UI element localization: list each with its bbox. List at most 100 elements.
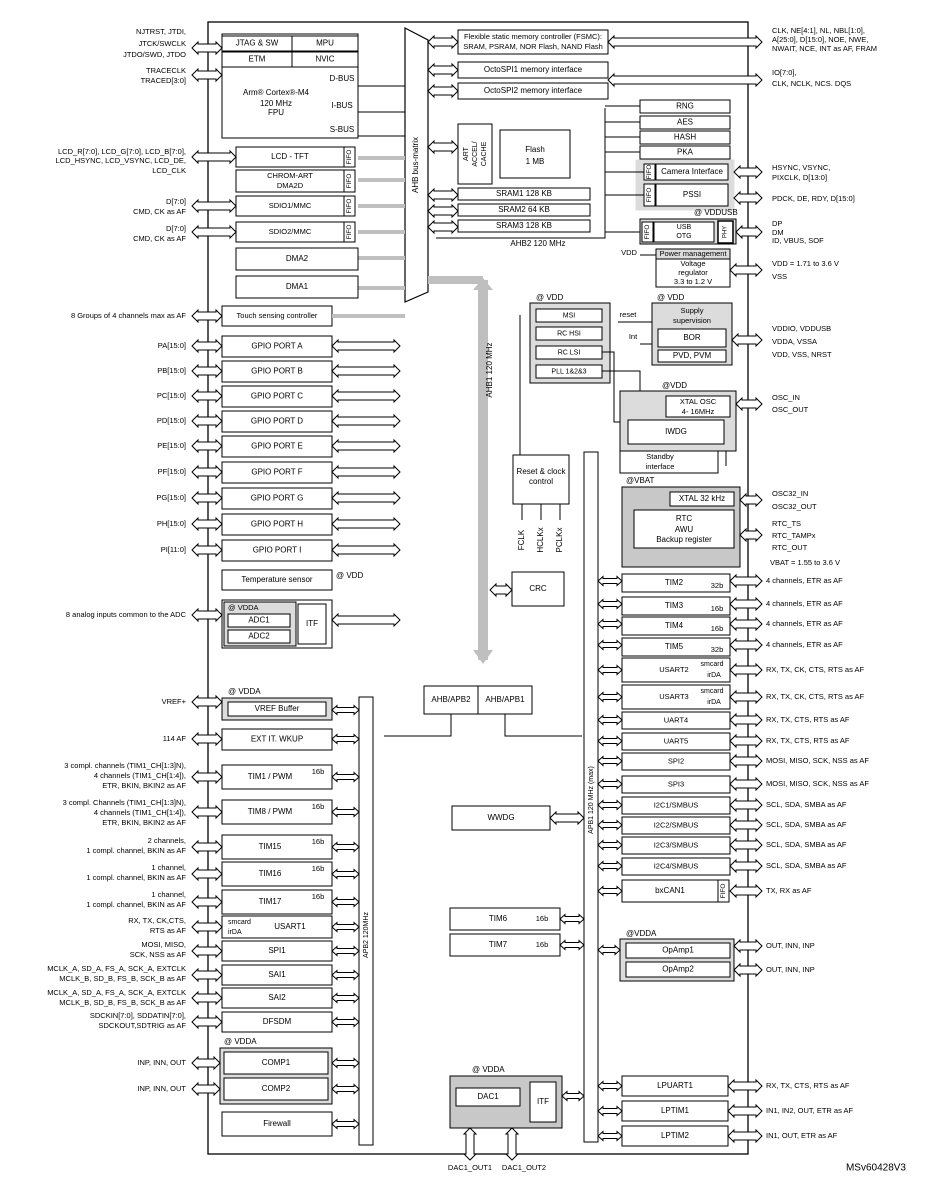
right-signal-vdd-1: VSS bbox=[772, 272, 787, 281]
usb-label-1: USB bbox=[677, 224, 692, 231]
apb2-bus bbox=[358, 696, 374, 1146]
gpio-port-2-label: GPIO PORT C bbox=[251, 392, 303, 401]
power-l3: 3.3 to 1.2 V bbox=[674, 277, 712, 286]
tim15-pins-arrow bbox=[191, 839, 223, 855]
tim1-bits: 16b bbox=[312, 767, 325, 776]
right-signal-osc32-1: OSC32_OUT bbox=[772, 502, 817, 511]
lcd-fifo-label: FIFO bbox=[346, 150, 353, 165]
lcd-label: LCD - TFT bbox=[271, 152, 309, 161]
dfsdm-pins-arrow bbox=[191, 1014, 223, 1030]
pssi-box bbox=[655, 183, 729, 207]
camera-box bbox=[655, 163, 729, 181]
adc1-box-label: ADC1 bbox=[248, 616, 270, 625]
left-signal-lcd-1: LCD_HSYNC, LCD_VSYNC, LCD_DE, bbox=[56, 156, 186, 165]
adc-itf-box-label: ITF bbox=[306, 619, 318, 628]
usart3-irda: irDA bbox=[707, 699, 721, 706]
diagram-reference: MSv60428V3 bbox=[846, 1163, 906, 1174]
right-signal-can: TX, RX as AF bbox=[766, 886, 812, 895]
right-signal-spi2: MOSI, MISO, SCK, NSS as AF bbox=[766, 756, 869, 765]
apb1-periph-2-label: SPI2 bbox=[668, 756, 684, 765]
sram1-box-label: SRAM1 128 KB bbox=[496, 189, 552, 198]
tim17-label: TIM17 bbox=[259, 897, 282, 906]
sram3-bus-arrow bbox=[427, 219, 459, 235]
art-label-2: ACCEL/ bbox=[472, 141, 479, 166]
sai2-box-label: SAI2 bbox=[268, 993, 286, 1002]
left-signal-jtag-1: JTCK/SWCLK bbox=[138, 39, 186, 48]
left-signal-exti: 114 AF bbox=[163, 734, 187, 743]
comp2-box bbox=[223, 1077, 329, 1101]
apb1-peripheral-arrow bbox=[597, 778, 623, 790]
left-signal-comp1: INP, INN, OUT bbox=[137, 1058, 186, 1067]
right-signal-osc-0: OSC_IN bbox=[772, 393, 800, 402]
tim15-bits: 16b bbox=[312, 837, 325, 846]
bxcan-label: bxCAN1 bbox=[655, 886, 685, 895]
sdio2-fifo bbox=[343, 221, 356, 243]
right-signal-lpuart: RX, TX, CTS, RTS as AF bbox=[766, 1081, 850, 1090]
apb2-peripheral-arrow bbox=[331, 992, 360, 1004]
apb1-pins-arrow bbox=[729, 637, 763, 653]
usb-fifo bbox=[641, 221, 654, 243]
supply-at-label: @ VDD bbox=[657, 293, 684, 302]
gpio-bus-arrow-7 bbox=[331, 516, 401, 532]
apb1-pins-arrow bbox=[729, 733, 763, 749]
left-signal-tim1-1: 4 channels (TIM1_CH[1:4]), bbox=[94, 771, 186, 780]
apb1-peripheral-arrow bbox=[597, 618, 623, 630]
dac-out1-arrow bbox=[462, 1127, 478, 1161]
right-signal-rtc-2: RTC_OUT bbox=[772, 543, 808, 552]
comp1-box-label: COMP1 bbox=[262, 1058, 291, 1067]
lptim1-box-label: LPTIM1 bbox=[661, 1106, 690, 1115]
backup-label: Backup register bbox=[656, 535, 712, 544]
right-signal-pssi: PDCK, DE, RDY, D[15:0] bbox=[772, 194, 855, 203]
right-signal-lptim1: IN1, IN2, OUT, ETR as AF bbox=[766, 1106, 854, 1115]
right-signal-usb-1: DM bbox=[772, 228, 784, 237]
tim5-box bbox=[621, 637, 731, 657]
right-signal-usb-2: ID, VBUS, SOF bbox=[772, 236, 824, 245]
gpio-pins-arrow-2 bbox=[191, 388, 223, 404]
right-signal-fsmc-1: A[25:0], D[15:0], NOE, NWE, bbox=[772, 35, 868, 44]
bxcan-fifo bbox=[717, 879, 730, 903]
bor-box bbox=[657, 328, 727, 348]
usart1-irda: irDA bbox=[228, 929, 242, 936]
left-signal-jtag-2: JTDO/SWD, JTDO bbox=[123, 50, 186, 59]
vbat-at-label: @VBAT bbox=[626, 476, 655, 485]
left-signal-dfsdm-1: SDCKOUT,SDTRIG as AF bbox=[98, 1021, 186, 1030]
tim1-pins-arrow bbox=[191, 769, 223, 785]
left-signal-gpio-1: PB[15:0] bbox=[157, 366, 186, 375]
power-title-box bbox=[655, 248, 731, 260]
right-signal-tims-0: 4 channels, ETR as AF bbox=[766, 576, 843, 585]
pssi-box-label: PSSI bbox=[683, 190, 701, 199]
sdio1-fifo bbox=[343, 195, 356, 217]
supply-int-label: Int bbox=[629, 332, 638, 341]
chrom-label-2: DMA2D bbox=[277, 181, 304, 190]
right-signal-octo-0: IO[7:0], bbox=[772, 68, 797, 77]
ahb-apb2-bridge-label: AHB/APB2 bbox=[431, 695, 471, 704]
apb2-peripheral-arrow bbox=[331, 969, 360, 981]
xtal-label-2: 4- 16MHz bbox=[682, 407, 715, 416]
apb1-pins-arrow bbox=[729, 858, 763, 874]
apb1-periph-7-label: I2C4/SMBUS bbox=[654, 861, 699, 870]
left-signal-sai1-0: MCLK_A, SD_A, FS_A, SCK_A, EXTCLK bbox=[47, 964, 186, 973]
opamp2-pins-arrow bbox=[733, 962, 763, 978]
dma1-box-label: DMA1 bbox=[286, 282, 309, 291]
dac-itf-box-label: ITF bbox=[537, 1097, 549, 1106]
gpio-bus-arrow-8 bbox=[331, 542, 401, 558]
left-signal-sdio2-1: CMD, CK as AF bbox=[133, 234, 186, 243]
left-signal-tim16-1: 1 compl. channel, BKIN as AF bbox=[86, 873, 186, 882]
apb2-peripheral-arrow bbox=[331, 806, 360, 818]
apb2-peripheral-arrow bbox=[331, 1016, 360, 1028]
rcc-label-2: control bbox=[529, 477, 553, 486]
osc-item-0-label: MSI bbox=[563, 312, 576, 319]
apb1-pins-arrow bbox=[729, 797, 763, 813]
wwdg-box bbox=[451, 805, 551, 831]
comp2-box-label: COMP2 bbox=[262, 1084, 291, 1093]
pvd-box bbox=[657, 349, 727, 363]
tim16-bits: 16b bbox=[312, 864, 325, 873]
bxcan-fifo-label: FIFO bbox=[720, 884, 727, 899]
gpio-port-8-label: GPIO PORT I bbox=[253, 546, 302, 555]
lptim1-bus-arrow bbox=[597, 1105, 623, 1117]
apb1-periph-1-label: UART5 bbox=[664, 736, 688, 745]
left-signal-lcd-2: LCD_CLK bbox=[152, 166, 186, 175]
camera-pins-arrow bbox=[733, 164, 763, 180]
right-signal-octo-1: CLK, NCLK, NCS. DQS bbox=[772, 79, 851, 88]
adc1-box bbox=[227, 613, 291, 628]
